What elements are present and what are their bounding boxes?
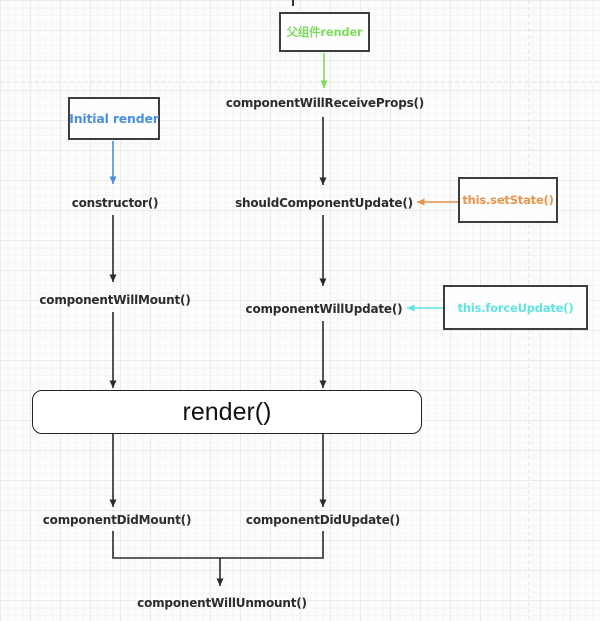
force-update-box: this.forceUpdate() bbox=[443, 285, 588, 330]
set-state-box: this.setState() bbox=[458, 177, 558, 223]
set-state-label: this.setState() bbox=[462, 193, 554, 207]
merge-line-did-mount-did-update bbox=[112, 531, 324, 559]
node-render: render() bbox=[182, 397, 272, 426]
parent-render-label: 父组件render bbox=[286, 25, 363, 39]
node-component-did-update: componentDidUpdate() bbox=[245, 513, 401, 527]
node-component-will-update: componentWillUpdate() bbox=[245, 302, 403, 316]
node-should-component-update: shouldComponentUpdate() bbox=[235, 196, 413, 210]
parent-render-box: 父组件render bbox=[279, 12, 370, 52]
node-component-will-receive-props: componentWillReceiveProps() bbox=[225, 96, 425, 110]
initial-render-label: Initial render bbox=[69, 111, 159, 126]
node-component-will-unmount: componentWillUnmount() bbox=[137, 596, 307, 610]
force-update-label: this.forceUpdate() bbox=[457, 300, 574, 315]
initial-render-box: Initial render bbox=[68, 97, 160, 140]
node-component-will-mount: componentWillMount() bbox=[39, 293, 191, 307]
node-component-did-mount: componentDidMount() bbox=[42, 513, 192, 527]
render-box: render() bbox=[32, 390, 422, 434]
node-constructor: constructor() bbox=[71, 196, 159, 210]
